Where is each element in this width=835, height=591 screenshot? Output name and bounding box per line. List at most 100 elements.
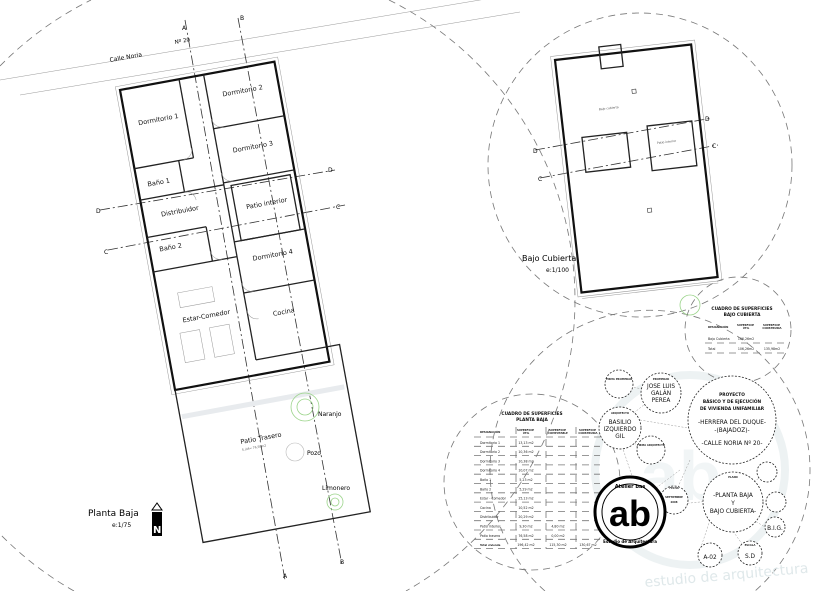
fecha-label: FECHA — [669, 486, 678, 490]
room-bano-2: Baño 2 — [159, 241, 183, 253]
table-cell: 0,00 m2 — [551, 534, 564, 538]
garden-features: Naranjo Pozo Limonero — [285, 294, 701, 511]
table-cell: 10,07 m2 — [518, 469, 533, 473]
proyecto-line-2: BÁSICO Y DE EJECUCIÓN — [703, 398, 762, 405]
section-c-right: C — [336, 204, 340, 211]
table-subtitle: PLANTA BAJA — [516, 417, 548, 423]
room-dormitorio-2: Dormitorio 2 — [222, 83, 264, 98]
table-cell: Estar - Comedor — [480, 497, 507, 501]
arquitecto-line-1: BASILIO — [609, 420, 632, 426]
section-d-right: D — [328, 167, 333, 174]
table-header: SUPERFICIE CONSTRUIDA — [578, 428, 597, 435]
planta-baja-plan: Dormitorio 1 Dormitorio 2 Dormitorio 3 B… — [115, 56, 372, 544]
room-bajo-cubierta: Bajo cubierta — [599, 105, 619, 111]
table-cell: Total vivienda — [480, 543, 501, 547]
proyecto-line-3: DE VIVIENDA UNIFAMILIAR — [700, 406, 765, 412]
north-arrow-icon: N — [151, 502, 163, 536]
bajo-cubierta-title: Bajo Cubierta — [522, 254, 576, 263]
table-bc-subtitle: BAJO CUBIERTA — [724, 312, 762, 318]
room-bano-1: Baño 1 — [147, 177, 171, 189]
section-a-top: A — [182, 25, 187, 32]
title-block: FIRMA PROPIEDAD PROPIEDAD JOSE LUIS GALÁ… — [598, 369, 787, 568]
plano-line-2: Y — [730, 501, 735, 507]
section-b-bottom: B — [340, 559, 344, 566]
table-cell: Baño 2 — [480, 487, 491, 491]
escala-value: S.D — [745, 554, 756, 560]
planta-baja-title: Planta Baja — [88, 509, 139, 519]
plano-line-1: -PLANTA BAJA — [713, 493, 753, 499]
frame-circle-title-block — [489, 309, 811, 591]
escala-label: ESCALA — [745, 543, 756, 547]
propiedad-line-1: JOSE LUIS — [646, 384, 675, 390]
label-pozo: Pozo — [307, 450, 321, 457]
table-cell: 4,80 m2 — [551, 525, 564, 529]
logo-top-text: Atelier bas — [615, 484, 646, 490]
label-naranjo: Naranjo — [318, 411, 342, 418]
table-cell: Dormitorio 3 — [480, 459, 500, 463]
fecha-year: 2008 — [671, 500, 678, 504]
table-header: DESIGNACIÓN — [480, 429, 500, 434]
arquitecto-line-2: IZQUIERDO — [604, 427, 637, 433]
logo-bottom-text: Estudio de Arquitectura — [603, 539, 657, 544]
firma-arquitecto-label: FIRMA ARQUITECTO — [637, 443, 665, 447]
bajo-cubierta-scale: e:1/100 — [546, 267, 569, 274]
room-dormitorio-3: Dormitorio 3 — [232, 139, 274, 154]
table-bc-cell: 106,26m2 — [738, 337, 754, 341]
bajo-cubierta-plan: Bajo cubierta Patio interior — [550, 39, 723, 299]
propiedad-line-2: GALÁN — [651, 390, 671, 397]
frame-circle-bajo-cubierta — [487, 12, 793, 318]
location-line-3: -CALLE NORIA Nº 20- — [702, 440, 763, 447]
table-bc-circle — [684, 276, 792, 384]
table-bc-cell: 135,98m2 — [764, 347, 780, 351]
surface-table-planta-baja: CUADRO DE SUPERFICIES PLANTA BAJA DESIGN… — [474, 411, 600, 549]
table-cell: 115,30 m2 — [549, 543, 566, 547]
naranjo-tree-icon — [290, 392, 320, 422]
table-cell: Baño 1 — [480, 478, 491, 482]
room-patio-interior: Patio interior — [245, 196, 288, 211]
table-cell: Dormitorio 2 — [480, 450, 500, 454]
street-number: Nº 20 — [174, 36, 191, 46]
table-bc-title: CUADRO DE SUPERFICIES — [711, 306, 772, 312]
limonero-tree-icon — [326, 493, 344, 511]
surface-table-bajo-cubierta: CUADRO DE SUPERFICIES BAJO CUBIERTA DESI… — [705, 306, 785, 354]
table-cell: 13,13 m2 — [518, 441, 533, 445]
dibujado-value: B.I.G. — [767, 526, 783, 532]
table-cell: 196,42 m2 — [517, 543, 534, 547]
table-cell: 25,13 m2 — [518, 497, 533, 501]
table-cell: 20,29 m2 — [518, 515, 533, 519]
location-line-1: -HERRERA DEL DUQUE- — [698, 420, 766, 426]
label-limonero: Limonero — [322, 485, 350, 492]
table-cell: 10,52 m2 — [518, 506, 533, 510]
table-cell: Cocina — [480, 506, 491, 510]
table-title: CUADRO DE SUPERFICIES — [501, 411, 562, 417]
frame-circle-plan — [0, 0, 576, 591]
section-d-left-bc: D — [533, 148, 538, 155]
table-cell: 5,23 m2 — [519, 478, 532, 482]
table-cell: 130,67 m2 — [579, 543, 596, 547]
table-bc-cell: 106,26m2 — [738, 347, 754, 351]
table-cell: Distribuidor — [480, 515, 499, 519]
plano-line-3: BAJO CUBIERTA- — [710, 509, 756, 515]
table-cell: 10,36 m2 — [518, 450, 533, 454]
table-bc-header: SUPERFICIE ÚTIL — [737, 323, 755, 330]
studio-logo: ab Atelier bas Estudio de Arquitectura — [593, 475, 667, 549]
table-cell: 5,29 m2 — [519, 487, 532, 491]
room-dormitorio-4: Dormitorio 4 — [252, 248, 294, 263]
proyecto-line-1: PROYECTO — [719, 392, 745, 398]
table-bc-header: SUPERFICIE CONSTRUIDA — [762, 323, 781, 330]
table-cell: Dormitorio 4 — [480, 469, 500, 473]
propiedad-label: PROPIEDAD — [653, 377, 669, 381]
room-patio-interior-bc: Patio interior — [657, 139, 677, 145]
section-d-left: D — [96, 208, 101, 215]
street-name: Calle Noria — [109, 51, 143, 64]
street: Calle Noria Nº 20 — [0, 0, 521, 96]
table-bc-header: DESIGNACIÓN — [708, 324, 728, 329]
table-cell: Patio interior — [480, 525, 501, 529]
table-header: SUPERFICIE COMPUTABLE — [548, 428, 568, 435]
section-c-left-bc: C — [538, 176, 542, 183]
planta-baja-scale: e:1/75 — [112, 522, 131, 529]
table-cell: Patio trasero — [480, 534, 500, 538]
section-a-bottom: A — [283, 573, 288, 580]
north-label: N — [153, 525, 161, 536]
